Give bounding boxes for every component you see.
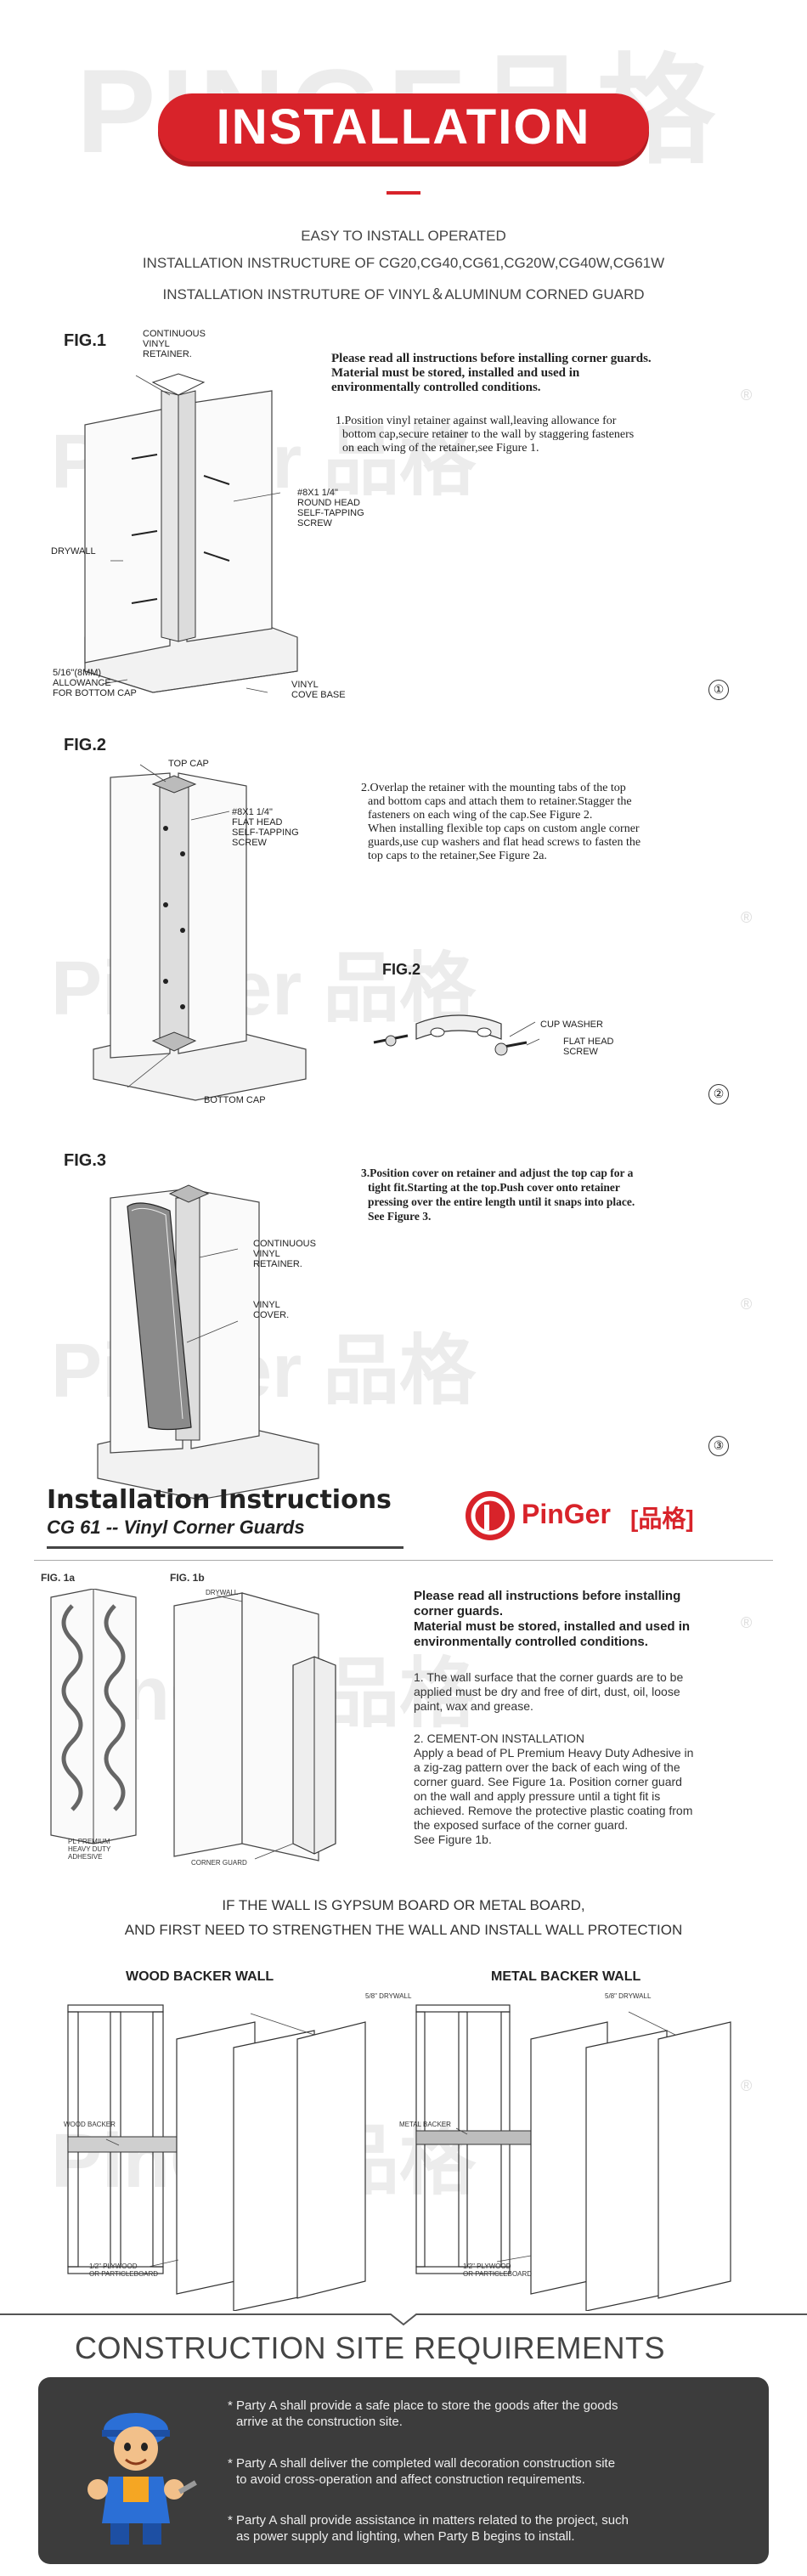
cg61-step1: 1. The wall surface that the corner guar…: [414, 1670, 684, 1713]
pinger-logo-text: PinGer: [522, 1499, 611, 1529]
pinger-logo-cn: [品格]: [630, 1505, 694, 1532]
wood-backer-label: WOOD BACKER: [64, 2121, 116, 2128]
page-title: INSTALLATION: [216, 99, 591, 155]
metal-backer-illustration: [415, 2004, 731, 2311]
cg61-underline: [47, 1546, 404, 1549]
fig2-cup-washer-detail: [373, 1014, 540, 1056]
registered-mark-2: ®: [741, 909, 753, 926]
metal-drywall-label: 5/8" DRYWALL: [605, 1992, 652, 2000]
worker-mascot-icon: [87, 2413, 197, 2545]
wall-line-1: IF THE WALL IS GYPSUM BOARD OR METAL BOA…: [222, 1897, 585, 1913]
fig2-title: FIG.2: [64, 736, 107, 754]
fig3-illustration: [97, 1184, 319, 1500]
title-divider: [387, 191, 420, 195]
intro-line-1: EASY TO INSTALL OPERATED: [301, 228, 506, 244]
installation-banner: INSTALLATION: [158, 93, 649, 161]
intro-line-3: INSTALLATION INSTRUTURE OF VINYL＆ALUMINU…: [162, 286, 645, 302]
cg61-subtitle: CG 61 -- Vinyl Corner Guards: [47, 1517, 305, 1538]
fig1-title: FIG.1: [64, 331, 107, 350]
fig2-top-cap-label: TOP CAP: [168, 759, 209, 769]
fig2-cup-washer-label: CUP WASHER: [540, 1020, 603, 1030]
wood-drywall-label: 5/8" DRYWALL: [365, 1992, 412, 2000]
logo-p-icon: [471, 1496, 510, 1535]
intro-line-2: INSTALLATION INSTRUCTURE OF CG20,CG40,CG…: [142, 255, 665, 271]
fig2-illustration: [93, 764, 307, 1101]
registered-mark-4: ®: [741, 1614, 753, 1631]
requirement-2: * Party A shall deliver the completed wa…: [228, 2456, 616, 2487]
pinger-logo-mark: [466, 1491, 515, 1540]
step-number-1: ①: [708, 680, 729, 700]
fig1a-illustration: [50, 1589, 137, 1844]
cg61-notice: Please read all instructions before inst…: [414, 1589, 691, 1649]
fig1b-drywall-label: DRYWALL: [206, 1589, 239, 1596]
wall-line-2: AND FIRST NEED TO STRENGTHEN THE WALL AN…: [124, 1922, 683, 1938]
fig1a-title: FIG. 1a: [41, 1572, 76, 1584]
cg61-divider: [34, 1560, 773, 1561]
cg61-title: Installation Instructions: [47, 1485, 392, 1515]
requirement-3: * Party A shall provide assistance in ma…: [228, 2513, 629, 2544]
fig1b-title: FIG. 1b: [170, 1572, 205, 1584]
fig1b-illustration: [173, 1592, 336, 1861]
registered-mark-3: ®: [741, 1296, 753, 1313]
construction-divider: [0, 2313, 807, 2326]
fig1-drywall-label: DRYWALL: [51, 546, 96, 556]
fig2-detail-title: FIG.2: [382, 961, 421, 978]
step-number-2: ②: [708, 1084, 729, 1104]
metal-backer-title: METAL BACKER WALL: [491, 1969, 641, 1984]
step-number-3: ③: [708, 1436, 729, 1456]
fig3-step: 3.Position cover on retainer and adjust …: [361, 1167, 635, 1223]
wood-backer-illustration: [67, 2004, 366, 2311]
registered-mark-5: ®: [741, 2077, 753, 2094]
fig1-step: 1.Position vinyl retainer against wall,l…: [336, 415, 635, 455]
wood-backer-title: WOOD BACKER WALL: [126, 1969, 274, 1984]
fig1-illustration: [84, 373, 298, 693]
metal-backer-label: METAL BACKER: [399, 2121, 451, 2128]
registered-mark-1: ®: [741, 387, 753, 404]
fig2-bottom-cap-label: BOTTOM CAP: [204, 1095, 266, 1105]
fig2-step: 2.Overlap the retainer with the mounting…: [361, 782, 641, 862]
fig1b-guard-label: CORNER GUARD: [191, 1859, 247, 1867]
fig1-notice: Please read all instructions before inst…: [331, 352, 652, 394]
fig3-title: FIG.3: [64, 1151, 107, 1170]
requirement-1: * Party A shall provide a safe place to …: [228, 2398, 618, 2429]
construction-title: CONSTRUCTION SITE REQUIREMENTS: [75, 2330, 666, 2365]
